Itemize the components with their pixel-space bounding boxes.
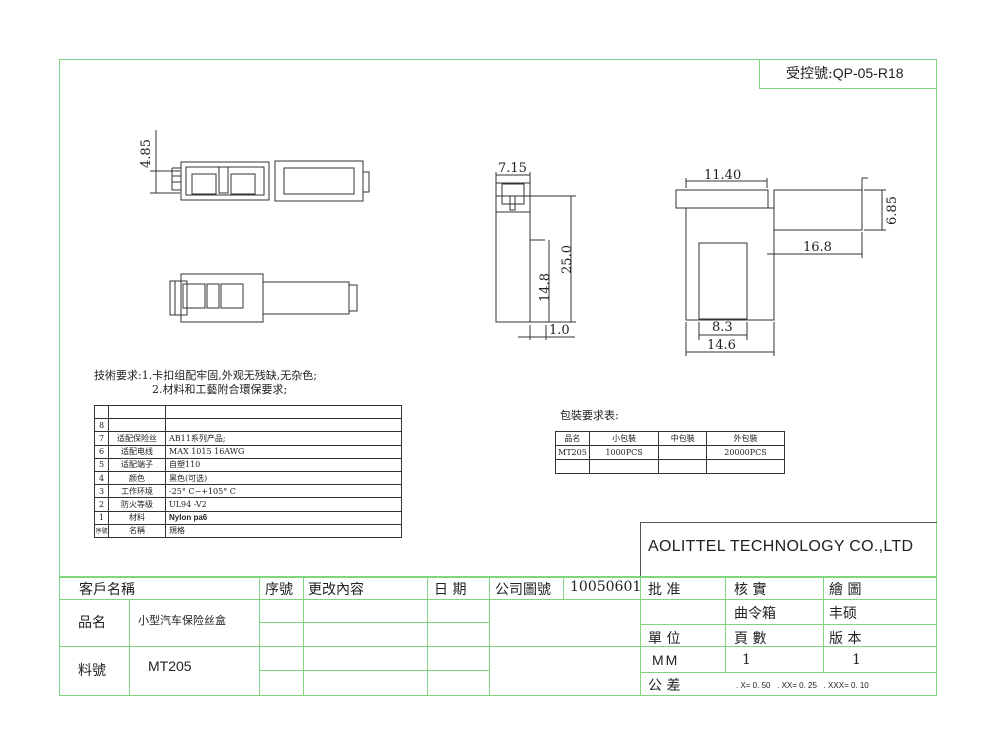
dim-4-85: 4.85 — [138, 139, 154, 168]
dim-11-40: 11.40 — [704, 168, 742, 183]
tolerance-values: . X= 0. 50 . XX= 0. 25 . XXX= 0. 10 — [736, 681, 869, 690]
version-label: 版 本 — [829, 631, 862, 647]
check-label: 核 實 — [734, 582, 767, 598]
seq-label: 序號 — [265, 582, 293, 598]
packaging-title: 包裝要求表: — [560, 409, 619, 422]
customer-label: 客戶名稱 — [79, 582, 135, 598]
table-row: 8 — [94, 418, 402, 433]
drawing-frame — [59, 59, 937, 696]
dim-25-0: 25.0 — [559, 245, 575, 274]
product-name: 小型汽车保险丝盒 — [138, 614, 226, 627]
tolerance-label: 公 差 — [648, 678, 681, 694]
control-number: QP-05-R18 — [832, 65, 904, 81]
part-number: MT205 — [148, 658, 192, 674]
requirement-line-2: 2.材料和工藝附合環保要求; — [152, 383, 288, 396]
control-number-box: 受控號:QP-05-R18 — [759, 59, 937, 89]
version-value: 1 — [852, 652, 861, 668]
pages-label: 頁 數 — [734, 631, 767, 647]
unit-label: 單 位 — [648, 631, 681, 647]
requirement-line-1: 技術要求:1.卡扣组配牢固,外观无残缺,无杂色; — [94, 369, 317, 382]
control-label: 受控號: — [786, 66, 833, 82]
dim-14-6: 14.6 — [707, 338, 736, 353]
table-row — [94, 404, 402, 420]
product-label: 品名 — [78, 615, 106, 631]
dim-8-3: 8.3 — [712, 320, 733, 335]
dim-1-0: 1.0 — [549, 323, 570, 338]
drawer-name: 丰硕 — [829, 606, 857, 622]
pages-value: 1 — [742, 652, 751, 668]
dim-6-85: 6.85 — [884, 196, 900, 225]
approve-label: 批 准 — [648, 582, 681, 598]
drawing-no-label: 公司圖號 — [495, 582, 551, 598]
side-view-body — [180, 273, 264, 323]
company-name: AOLITTEL TECHNOLOGY CO.,LTD — [648, 538, 914, 555]
checker-name: 曲令箱 — [734, 606, 776, 622]
part-label: 料號 — [78, 663, 106, 679]
unit-value: MM — [652, 652, 680, 668]
table-row — [555, 459, 785, 474]
drawing-no: 10050601 — [570, 579, 642, 595]
date-label: 日 期 — [434, 582, 467, 598]
front-view-body — [495, 195, 531, 323]
change-label: 更改內容 — [308, 582, 364, 598]
draw-label: 繪 圖 — [829, 582, 862, 598]
top-view-left-body — [180, 161, 270, 201]
dim-16-8: 16.8 — [803, 240, 832, 255]
table-row: 品名小包裝中包裝外包裝 — [555, 431, 785, 446]
dim-14-8: 14.8 — [537, 273, 553, 302]
table-row: 序號名稱規格 — [94, 523, 402, 538]
dim-7-15: 7.15 — [498, 161, 527, 176]
top-view-right-body — [274, 160, 364, 202]
